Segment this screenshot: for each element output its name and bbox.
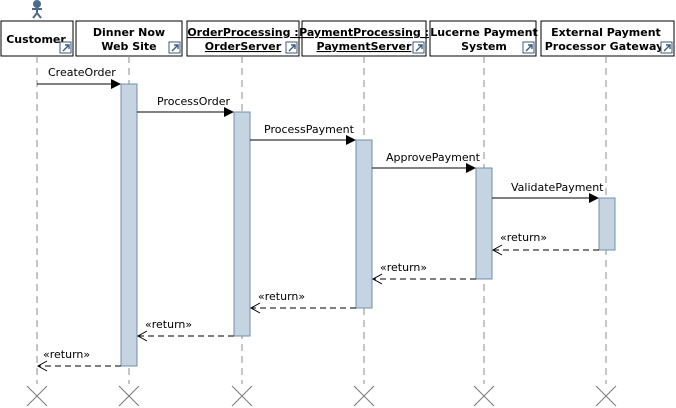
message-label-process-order: ProcessOrder [157, 95, 230, 108]
return-from-dinner-now[interactable]: «return» [36, 348, 121, 372]
message-process-payment[interactable]: ProcessPayment [250, 123, 356, 145]
message-label-process-payment: ProcessPayment [264, 123, 355, 136]
destroy-x-icon [231, 385, 253, 407]
lifeline-title-external-gateway-line1: External Payment [551, 26, 661, 39]
activation-payment-processing[interactable] [355, 139, 373, 309]
return-label-4: «return» [145, 318, 192, 331]
shortcut-arrow-icon [168, 41, 181, 54]
lifeline-title-dinner-now-line1: Dinner Now [93, 26, 165, 39]
lifeline-dinner-now[interactable]: Dinner Now Web Site [75, 20, 183, 57]
activation-external-gateway[interactable] [598, 197, 616, 251]
lifeline-box-payment-processing [301, 20, 427, 57]
return-from-external-gateway[interactable]: «return» [491, 231, 599, 256]
shortcut-arrow-icon [660, 41, 673, 54]
lifeline-order-processing[interactable]: OrderProcessing : OrderServer [186, 20, 300, 57]
return-label-1: «return» [500, 231, 547, 244]
return-from-order-processing[interactable]: «return» [136, 318, 234, 342]
destroy-x-icon [473, 385, 495, 407]
message-process-order[interactable]: ProcessOrder [137, 95, 234, 117]
shortcut-arrow-icon [285, 41, 298, 54]
message-create-order[interactable]: CreateOrder [37, 66, 121, 89]
destroy-x-icon [353, 385, 375, 407]
return-from-lucerne[interactable]: «return» [371, 261, 476, 285]
lifeline-payment-processing[interactable]: PaymentProcessing : PaymentServer [299, 20, 429, 57]
lifeline-title-order-processing-line2: OrderServer [205, 40, 282, 53]
message-label-approve-payment: ApprovePayment [386, 151, 481, 164]
return-label-3: «return» [258, 290, 305, 303]
message-validate-payment[interactable]: ValidatePayment [492, 181, 604, 203]
destroy-x-icon [595, 385, 617, 407]
lifeline-title-payment-processing-line2: PaymentServer [317, 40, 412, 53]
lifeline-title-payment-processing-line1: PaymentProcessing : [299, 26, 429, 39]
shortcut-arrow-icon [412, 41, 425, 54]
lifeline-external-gateway[interactable]: External Payment Processor Gateway [540, 20, 675, 57]
shortcut-arrow-icon [59, 41, 72, 54]
activation-dinner-now[interactable] [120, 83, 138, 367]
message-label-validate-payment: ValidatePayment [511, 181, 604, 194]
lifeline-box-external-gateway [540, 20, 675, 57]
lifeline-title-lucerne-line1: Lucerne Payment [430, 26, 537, 39]
message-approve-payment[interactable]: ApprovePayment [372, 151, 481, 173]
return-label-2: «return» [380, 261, 427, 274]
destroy-x-icon [118, 385, 140, 407]
lifeline-lucerne[interactable]: Lucerne Payment System [429, 20, 538, 57]
activation-order-processing[interactable] [233, 111, 251, 337]
lifeline-box-order-processing [186, 20, 300, 57]
destroy-x-icon [26, 385, 48, 407]
lifeline-box-dinner-now [75, 20, 183, 57]
return-from-payment-processing[interactable]: «return» [249, 290, 356, 314]
lifeline-title-order-processing-line1: OrderProcessing : [187, 26, 298, 39]
lifeline-title-dinner-now-line2: Web Site [101, 40, 156, 53]
message-label-create-order: CreateOrder [48, 66, 116, 79]
lifeline-box-lucerne [429, 20, 537, 57]
lifeline-title-external-gateway-line2: Processor Gateway [545, 40, 664, 53]
activation-lucerne[interactable] [475, 167, 493, 280]
actor-icon [32, 0, 42, 19]
return-label-5: «return» [43, 348, 90, 361]
lifeline-title-customer: Customer [6, 33, 66, 46]
lifeline-title-lucerne-line2: System [461, 40, 507, 53]
shortcut-arrow-icon [522, 41, 535, 54]
